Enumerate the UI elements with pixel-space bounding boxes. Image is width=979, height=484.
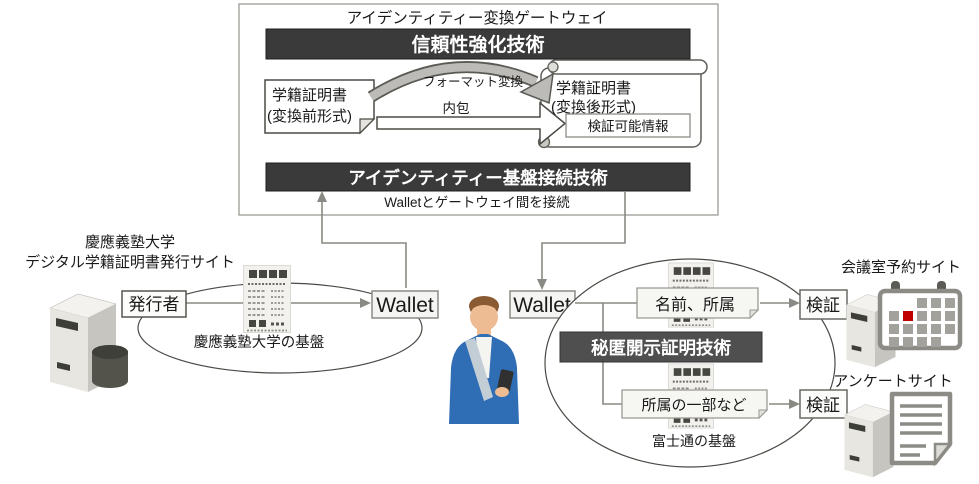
verifiable-info-box — [565, 113, 691, 138]
wallet1-label: Wallet — [376, 294, 434, 317]
gateway-box: アイデンティティー変換ゲートウェイ 信頼性強化技術 学籍証明書 (変換前形式) … — [238, 3, 719, 216]
fujitsu-platform-label: 富士通の基盤 — [652, 433, 736, 449]
survey-server-icon — [844, 404, 894, 478]
cert-before-line1: 学籍証明書 — [272, 87, 347, 104]
format-conversion-label: フォーマット変換 — [423, 74, 524, 89]
keio-platform-label: 慶應義塾大学の基盤 — [194, 333, 325, 351]
attrs-partial-label: 所属の一部など — [641, 397, 746, 414]
verify-full-label: 検証 — [806, 296, 840, 315]
inclusion-label: 内包 — [443, 101, 470, 116]
issuer-box — [121, 290, 187, 318]
calendar-icon — [877, 281, 963, 351]
verify-full-box — [799, 289, 848, 320]
selective-tech-bar — [559, 331, 763, 363]
trust-tech-label: 信頼性強化技術 — [411, 33, 544, 56]
attrs-full-label: 名前、所属 — [655, 296, 735, 314]
survey-site-label: アンケートサイト — [833, 373, 952, 390]
format-conversion-arrow — [367, 61, 554, 105]
verify-partial-label: 検証 — [806, 396, 840, 415]
connect-caption: Walletとゲートウェイ間を接続 — [384, 194, 570, 210]
trust-tech-bar — [265, 28, 691, 60]
keio-site-line2: デジタル学籍証明書発行サイト — [25, 253, 235, 271]
gateway-title: アイデンティティー変換ゲートウェイ — [347, 8, 608, 27]
selective-tech-label: 秘匿開示証明技術 — [591, 338, 731, 358]
cert-before-shape: 学籍証明書 (変換前形式) — [264, 79, 376, 135]
wallet1-box — [371, 290, 439, 319]
attrs-partial-box: 所属の一部など — [621, 389, 769, 420]
calendar-highlight-day — [903, 311, 913, 321]
cert-after-line2: (変換後形式) — [551, 99, 636, 116]
issuer-server-icon — [49, 293, 128, 393]
attrs-full-box: 名前、所属 — [636, 287, 760, 320]
meeting-site-label: 会議室予約サイト — [841, 258, 961, 276]
cert-after-line1: 学籍証明書 — [556, 80, 631, 97]
wallet-gateway-connectors — [317, 191, 626, 290]
certificate-icon — [243, 265, 291, 333]
wallet2-label: Wallet — [513, 294, 571, 317]
keio-site-line1: 慶應義塾大学 — [85, 233, 175, 251]
connect-tech-bar — [265, 162, 691, 192]
cert-before-line2: (変換前形式) — [267, 108, 352, 125]
inclusion-arrow — [376, 101, 567, 146]
verifiable-info-label: 検証可能情報 — [588, 119, 669, 134]
issuer-to-wallet-arrowhead — [360, 298, 371, 308]
connect-tech-label: アイデンティティー基盤接続技術 — [348, 168, 608, 188]
issuer-label: 発行者 — [129, 295, 180, 314]
verify-partial-box — [799, 389, 848, 419]
survey-document-icon — [889, 391, 953, 467]
person-icon — [449, 296, 519, 424]
phone-icon — [497, 369, 514, 392]
